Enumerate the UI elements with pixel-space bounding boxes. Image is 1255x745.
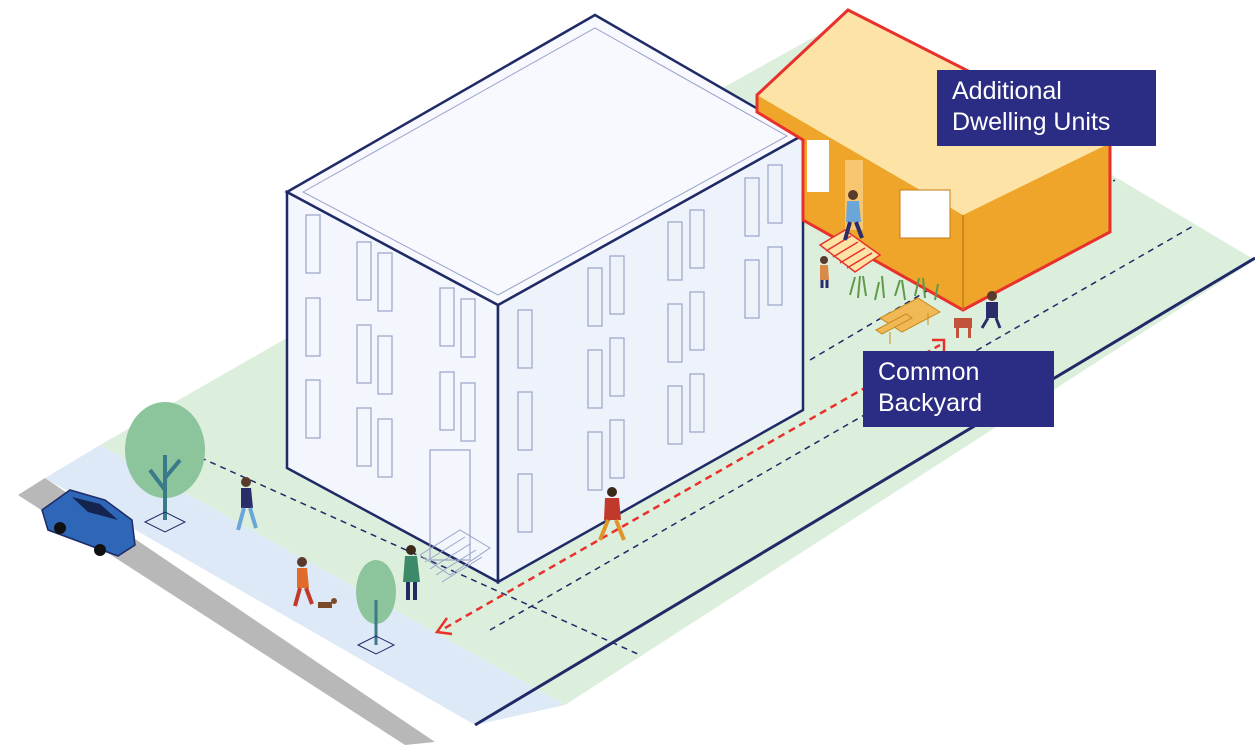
- backyard-label: Common Backyard: [863, 351, 1054, 427]
- adu-label: Additional Dwelling Units: [937, 70, 1156, 146]
- dog-icon: [318, 598, 337, 608]
- grass-icon: [849, 275, 939, 301]
- car-icon: [41, 489, 136, 557]
- property-line: [489, 224, 1196, 631]
- tree-icon: [125, 402, 205, 533]
- person-icon: [843, 190, 864, 241]
- person-icon: [980, 291, 1002, 329]
- person-icon: [293, 557, 314, 607]
- tree-icon: [356, 560, 396, 655]
- adu-stairs: [818, 229, 882, 273]
- chair-icon: [954, 318, 972, 338]
- person-icon: [236, 477, 258, 531]
- adu-window: [807, 140, 829, 192]
- person-icon: [598, 487, 626, 541]
- backyard-label-line1: Common: [878, 358, 980, 386]
- adu-label-line2: Dwelling Units: [952, 108, 1111, 136]
- lot-boundary-line: [474, 256, 1255, 727]
- path-arrow-head-back: [932, 338, 946, 352]
- adu-label-line1: Additional: [952, 77, 1062, 105]
- person-icon: [820, 256, 829, 288]
- adu-window: [899, 189, 951, 239]
- backyard-label-line2: Backyard: [878, 389, 983, 417]
- property-line: [149, 434, 641, 656]
- adu-building: [755, 8, 1112, 312]
- person-icon: [403, 545, 420, 600]
- picnic-table-icon: [875, 297, 941, 344]
- path-arrow-head-front: [434, 617, 453, 636]
